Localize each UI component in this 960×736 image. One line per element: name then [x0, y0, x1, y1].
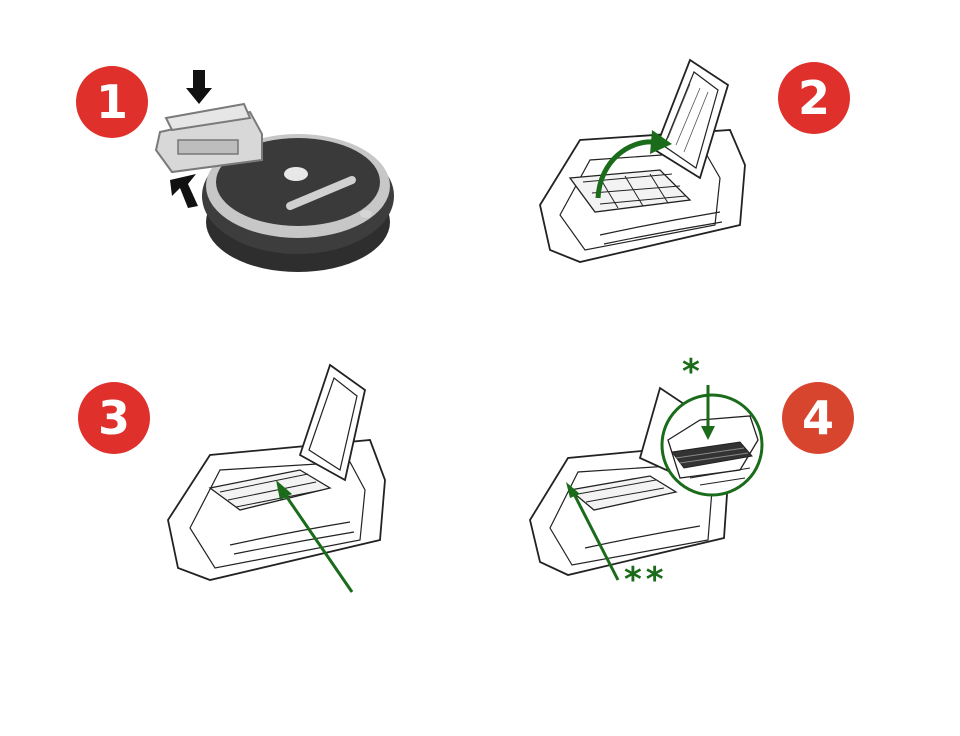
double-star-arrow — [566, 482, 620, 581]
step-badge-1: 1 — [76, 66, 148, 138]
step-badge-3: 3 — [78, 382, 150, 454]
filter-pointer-arrow — [276, 480, 354, 593]
step-1-illustration — [154, 70, 394, 272]
step-number: 2 — [797, 71, 830, 125]
open-lid-arrow — [595, 130, 672, 199]
bin-module — [154, 102, 263, 174]
single-star-arrow — [701, 385, 715, 440]
step-number: 3 — [97, 391, 130, 445]
double-star-label: ** — [624, 560, 668, 600]
step-2-illustration — [539, 58, 746, 263]
step-number: 1 — [95, 75, 128, 129]
step-4-illustration — [529, 385, 764, 581]
step-3-illustration — [167, 363, 386, 593]
step-badge-4: 4 — [782, 382, 854, 454]
single-star-label: * — [682, 352, 704, 392]
insert-arrow — [170, 174, 198, 208]
push-down-arrow — [186, 70, 212, 104]
magnified-detail-circle — [660, 393, 764, 497]
step-number: 4 — [801, 391, 834, 445]
step-badge-2: 2 — [778, 62, 850, 134]
